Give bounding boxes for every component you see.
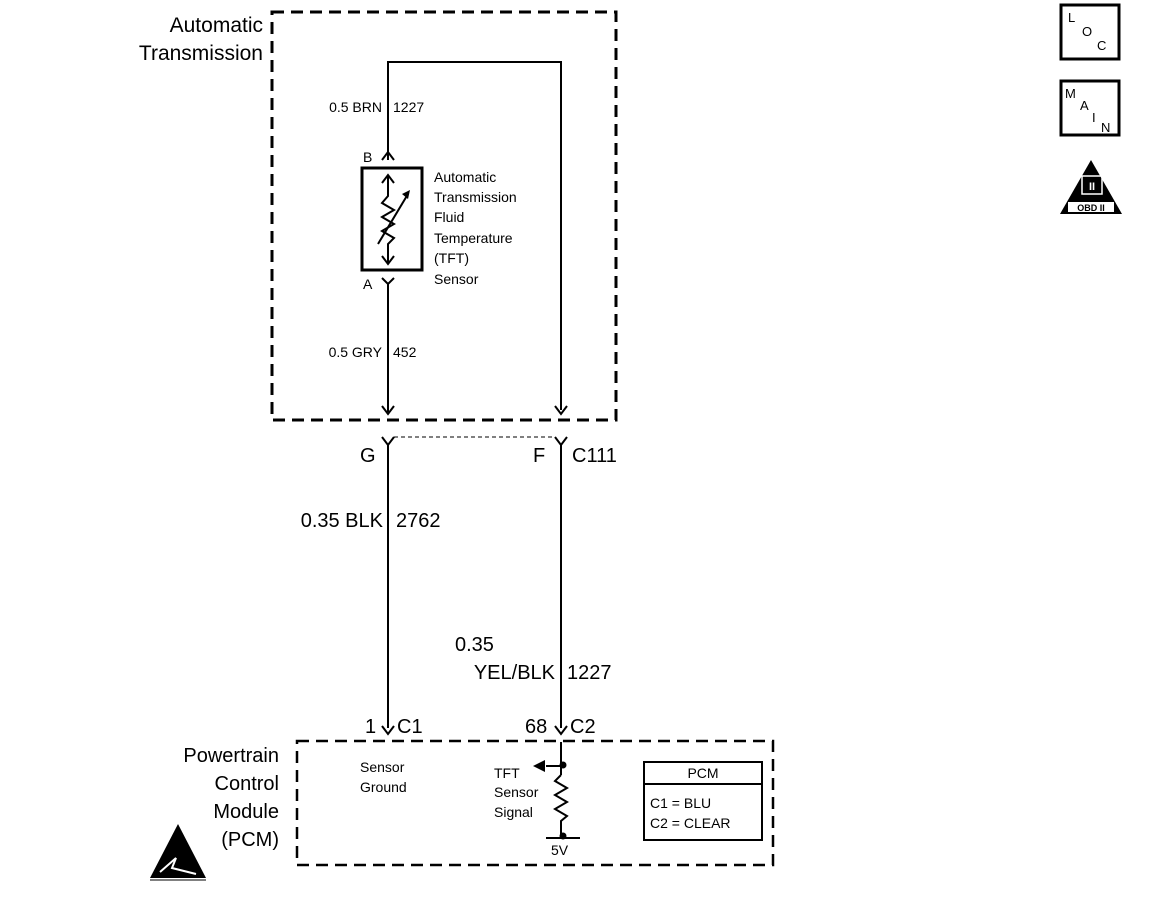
- wire-top-circuit: 1227: [393, 99, 424, 115]
- obd-label: OBD II: [1077, 203, 1105, 213]
- tft-signal-line2: Sensor: [494, 784, 539, 800]
- pcm-boundary: [295, 739, 775, 867]
- right-wire-label-line2: YEL/BLK: [474, 662, 556, 684]
- loc-badge-frame[interactable]: [1059, 3, 1121, 61]
- wire-brn-1227: [387, 61, 562, 410]
- pcm-title-line1: Powertrain: [183, 745, 279, 767]
- pcm-connector-legend: PCM C1 = BLU C2 = CLEAR: [643, 761, 763, 841]
- pcm-title-line4: (PCM): [221, 829, 279, 851]
- wire-bottom-circuit: 452: [393, 344, 417, 360]
- pcm-title-line2: Control: [215, 773, 279, 795]
- esd-hand-glyph: [159, 857, 197, 875]
- main-badge-button[interactable]: M A I N: [1059, 79, 1121, 137]
- legend-title: PCM: [687, 765, 718, 781]
- c111-pin-f-female: [554, 436, 568, 447]
- pin-b-label: B: [363, 149, 372, 165]
- c111-connector-name: C111: [572, 445, 617, 467]
- tft-signal-line1: TFT: [494, 765, 520, 781]
- sensor-label-line4: Temperature: [434, 230, 513, 246]
- wire-bottom-label: 0.5 GRY: [329, 344, 383, 360]
- resistor-zigzag: [553, 774, 569, 838]
- main-letter-a: A: [1080, 98, 1089, 113]
- thermistor-symbol: [380, 176, 396, 264]
- left-wire-label: 0.35 BLK: [301, 510, 384, 532]
- sensor-ground-line1: Sensor: [360, 759, 405, 775]
- c111-pin-f-male: [554, 405, 568, 416]
- loc-letter-o: O: [1082, 24, 1092, 39]
- pin-a-terminal: [381, 277, 395, 286]
- variable-arrow-line: [377, 193, 409, 245]
- right-wire-label-line1: 0.35: [455, 634, 494, 656]
- c111-pin-g-label: G: [360, 445, 376, 467]
- legend-row-c2: C2 = CLEAR: [650, 815, 731, 831]
- legend-frame: [643, 761, 763, 841]
- obd-roman-numeral: II: [1089, 181, 1095, 193]
- main-letter-n: N: [1101, 120, 1110, 135]
- pin-a-label: A: [363, 276, 373, 292]
- pcm-title-line3: Module: [213, 801, 279, 823]
- c111-pin-g-male: [381, 405, 395, 416]
- tft-signal-arrow-icon: [533, 760, 545, 772]
- sensor-label-line6: Sensor: [434, 271, 479, 287]
- sensor-label-line1: Automatic: [434, 169, 496, 185]
- left-wire-circuit: 2762: [396, 510, 441, 532]
- thermistor-arrow-down: [381, 255, 395, 266]
- transmission-title-line1: Automatic: [170, 14, 263, 37]
- esd-triangle: [150, 824, 206, 878]
- reference-voltage-label: 5V: [551, 842, 569, 858]
- pcm-c1-label: C1: [397, 716, 423, 738]
- c111-pin-g-female: [381, 436, 395, 447]
- obd-inner-box: [1081, 175, 1103, 195]
- main-letter-i: I: [1092, 110, 1096, 125]
- thermistor-arrow-up: [381, 173, 395, 184]
- obd-ii-icon[interactable]: II OBD II: [1060, 160, 1122, 214]
- sensor-ground-line2: Ground: [360, 779, 407, 795]
- main-badge-frame[interactable]: [1059, 79, 1121, 137]
- sensor-label-line5: (TFT): [434, 250, 469, 266]
- loc-badge-button[interactable]: L O C: [1059, 3, 1121, 61]
- esd-warning-icon: [150, 824, 206, 881]
- signal-junction-dot: [559, 761, 567, 769]
- pull-up-resistor: [533, 742, 580, 840]
- pcm-pin-68-label: 68: [525, 716, 547, 738]
- c111-pin-f-label: F: [533, 445, 545, 467]
- loc-letter-l: L: [1068, 10, 1075, 25]
- tft-signal-line3: Signal: [494, 804, 533, 820]
- tft-sensor-body: [360, 166, 424, 272]
- legend-row-c1: C1 = BLU: [650, 795, 711, 811]
- obd-label-plate: [1068, 202, 1114, 212]
- loc-letter-c: C: [1097, 38, 1106, 53]
- main-letter-m: M: [1065, 86, 1076, 101]
- transmission-boundary: [270, 10, 618, 422]
- variable-arrow-head: [402, 190, 410, 199]
- right-wire-circuit: 1227: [567, 662, 612, 684]
- sensor-label-line3: Fluid: [434, 209, 464, 225]
- obd-triangle[interactable]: [1060, 160, 1122, 214]
- tft-sensor: [360, 166, 424, 272]
- wire-top-label: 0.5 BRN: [329, 99, 382, 115]
- pcm-c2-label: C2: [570, 716, 596, 738]
- sensor-label-line2: Transmission: [434, 189, 517, 205]
- pin-b-terminal: [381, 150, 395, 161]
- pcm-c2-pin-68-terminal: [554, 725, 568, 736]
- pcm-pin-1-label: 1: [365, 716, 376, 738]
- pcm-c1-pin-1-terminal: [381, 725, 395, 736]
- transmission-title-line2: Transmission: [139, 42, 263, 65]
